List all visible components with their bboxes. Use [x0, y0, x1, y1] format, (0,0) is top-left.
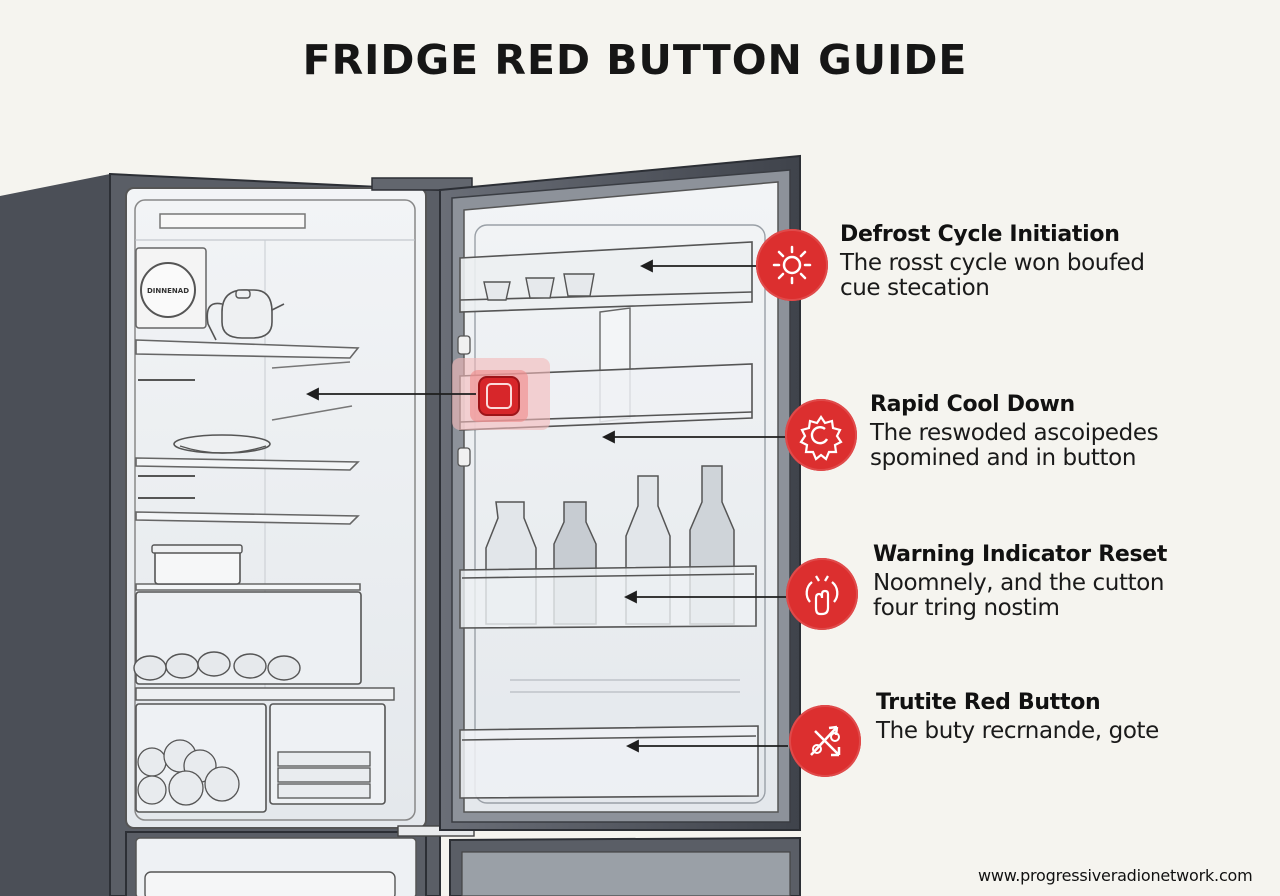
red-button[interactable]	[452, 358, 550, 430]
dial-label: DINNENAD	[147, 287, 189, 295]
alert-hand-icon	[786, 558, 858, 630]
callout-text: Noomnely, and the cutton four tring nost…	[873, 570, 1165, 621]
gear-icon	[785, 399, 857, 471]
callout-heading: Defrost Cycle Initiation	[840, 222, 1120, 247]
temperature-dial	[140, 262, 196, 318]
callout-heading: Rapid Cool Down	[870, 392, 1075, 417]
callout-text: The buty recrnande, gote	[876, 718, 1159, 744]
callout-red-button: Trutite Red Button The buty recrnande, g…	[876, 690, 1196, 744]
fridge-side-panel	[0, 174, 110, 896]
fridge-light	[159, 213, 306, 229]
cross-arrows-icon	[789, 705, 861, 777]
shelves	[135, 339, 361, 591]
door-bin-bottom	[459, 725, 759, 799]
callout-rapid-cool: Rapid Cool Down The reswoded ascoipedes …	[870, 392, 1190, 471]
pointer-arrows	[305, 259, 788, 753]
sun-icon	[756, 229, 828, 301]
page-title: FRIDGE RED BUTTON GUIDE	[302, 36, 968, 84]
callout-defrost: Defrost Cycle Initiation The rosst cycle…	[840, 222, 1180, 301]
callout-warning-reset: Warning Indicator Reset Noomnely, and th…	[873, 542, 1193, 621]
callout-text: The reswoded ascoipedes spomined and in …	[870, 420, 1159, 471]
callout-heading: Warning Indicator Reset	[873, 542, 1168, 567]
callout-text: The rosst cycle won boufed cue stecation	[840, 250, 1145, 301]
website-url: www.progressiveradionetwork.com	[978, 866, 1253, 885]
callout-heading: Trutite Red Button	[876, 690, 1101, 715]
door-bin-lower	[459, 565, 757, 629]
plate	[173, 434, 271, 454]
